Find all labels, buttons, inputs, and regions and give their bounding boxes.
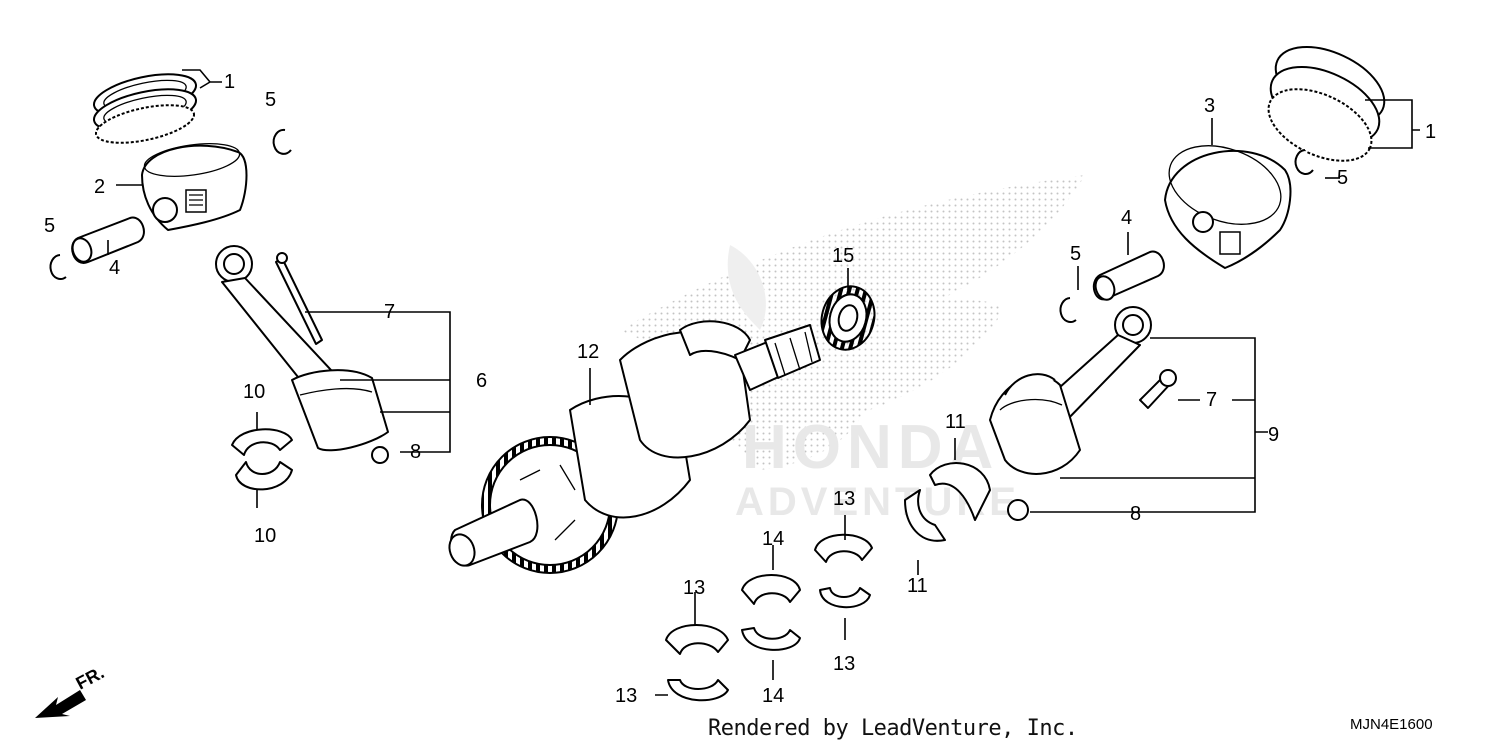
callout-10-upper[interactable]: 10 (243, 381, 265, 403)
callout-15[interactable]: 15 (832, 245, 854, 267)
callout-1-right[interactable]: 1 (1425, 121, 1436, 143)
callout-7-left[interactable]: 7 (384, 301, 395, 323)
callout-9[interactable]: 9 (1268, 424, 1279, 446)
callout-1-left[interactable]: 1 (224, 71, 235, 93)
callout-7-right[interactable]: 7 (1206, 389, 1217, 411)
callout-5-right-lower[interactable]: 5 (1070, 243, 1081, 265)
main-bearing-13-right[interactable] (814, 533, 873, 609)
callout-5-left-upper[interactable]: 5 (265, 89, 276, 111)
callout-13-lower-left[interactable]: 13 (615, 685, 637, 707)
callout-4-left[interactable]: 4 (109, 257, 120, 279)
callout-11-upper[interactable]: 11 (945, 411, 966, 433)
callout-5-right-upper[interactable]: 5 (1337, 167, 1348, 189)
piston-rings-right[interactable] (1257, 31, 1396, 175)
leader-lines (107, 69, 1420, 696)
callout-6[interactable]: 6 (476, 370, 487, 392)
callout-3[interactable]: 3 (1204, 95, 1215, 117)
main-bearing-11-upper[interactable] (929, 462, 991, 521)
connecting-rod-left[interactable] (215, 245, 389, 464)
piston-left[interactable] (141, 138, 248, 231)
piston-pin-left[interactable] (69, 216, 145, 265)
callout-5-left-lower[interactable]: 5 (44, 215, 55, 237)
connecting-rod-right[interactable] (989, 306, 1177, 475)
piston-right[interactable] (1158, 131, 1292, 269)
callout-10-lower[interactable]: 10 (254, 525, 276, 547)
callout-2[interactable]: 2 (94, 176, 105, 198)
callout-4-right[interactable]: 4 (1121, 207, 1132, 229)
small-gear[interactable] (815, 280, 882, 355)
callout-13-lower-right[interactable]: 13 (833, 653, 855, 675)
clip-left-upper[interactable] (272, 128, 292, 155)
callout-8-left[interactable]: 8 (410, 441, 421, 463)
callout-14-upper[interactable]: 14 (762, 528, 784, 550)
diagram-code: MJN4E1600 (1350, 716, 1433, 733)
rod-nut-right[interactable] (1007, 499, 1029, 521)
piston-rings-left[interactable] (90, 67, 199, 150)
piston-pin-right[interactable] (1092, 250, 1165, 303)
main-bearing-14[interactable] (741, 574, 801, 651)
callout-11-lower[interactable]: 11 (907, 575, 928, 597)
clip-right-lower[interactable] (1059, 297, 1077, 323)
callout-13-upper-right[interactable]: 13 (833, 488, 855, 510)
main-bearing-11-lower[interactable] (904, 489, 946, 542)
render-credit: Rendered by LeadVenture, Inc. (708, 716, 1078, 741)
crankshaft[interactable] (445, 320, 821, 574)
callout-12[interactable]: 12 (577, 341, 599, 363)
callout-8-right[interactable]: 8 (1130, 503, 1141, 525)
front-direction-arrow: FR. (35, 662, 107, 718)
rod-bearing-left[interactable] (231, 428, 293, 491)
callout-14-lower[interactable]: 14 (762, 685, 784, 707)
clip-left-lower[interactable] (49, 254, 67, 280)
front-direction-label: FR. (72, 662, 107, 693)
main-bearing-13-left[interactable] (665, 624, 729, 702)
callout-13-upper-left[interactable]: 13 (683, 577, 705, 599)
clip-right-upper[interactable] (1294, 149, 1314, 175)
